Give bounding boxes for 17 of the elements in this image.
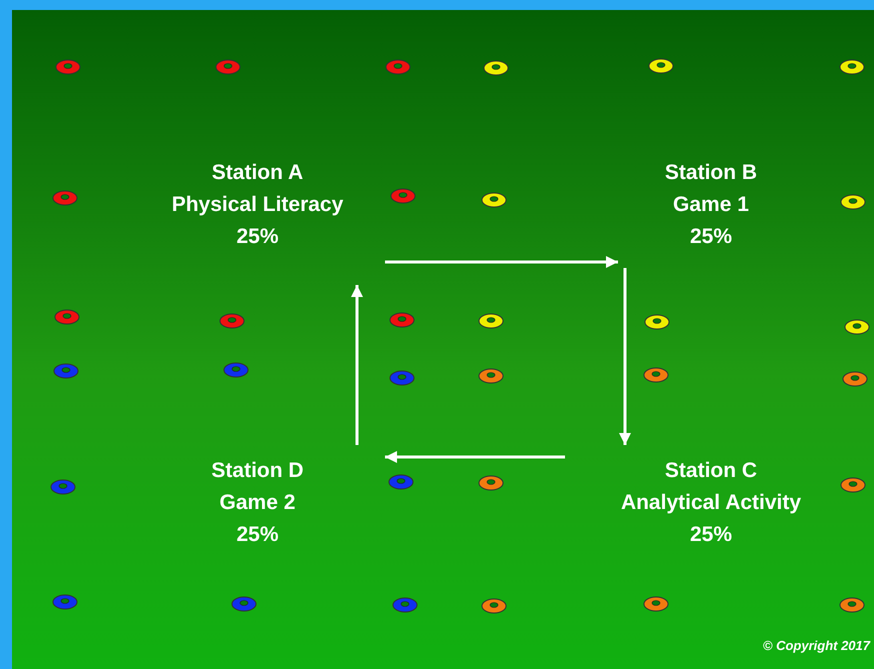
- arrow: [619, 268, 631, 445]
- station-label: Station C: [664, 458, 758, 484]
- station-label: Analytical Activity: [620, 490, 802, 516]
- station-label: Station A: [210, 160, 304, 186]
- station-label: Game 1: [672, 192, 750, 218]
- station-label: Station D: [210, 458, 305, 484]
- arrow: [351, 285, 363, 445]
- station-label: 25%: [688, 522, 734, 548]
- copyright-note: © Copyright 2017: [762, 638, 870, 653]
- station-label: Station B: [664, 160, 758, 186]
- station-label: Game 2: [218, 490, 296, 516]
- station-label: 25%: [235, 224, 280, 250]
- arrow: [385, 451, 565, 463]
- arrow: [385, 256, 618, 268]
- station-label: Physical Literacy: [170, 192, 344, 218]
- station-label: 25%: [235, 522, 280, 548]
- station-label: 25%: [688, 224, 734, 250]
